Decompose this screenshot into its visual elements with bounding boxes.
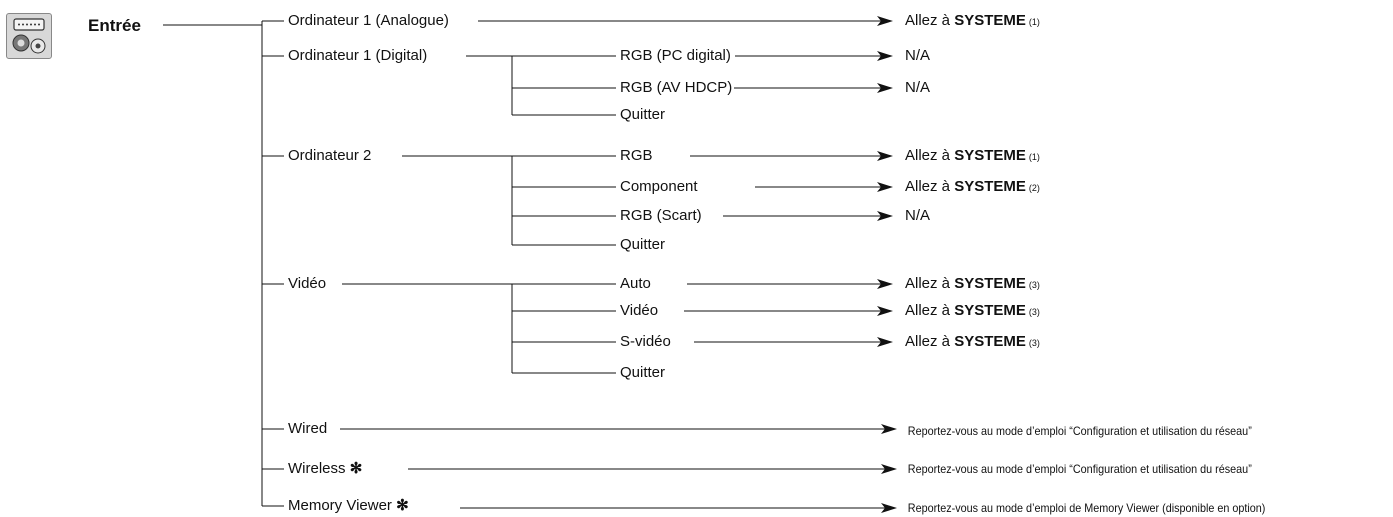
arrow-icon	[877, 306, 893, 316]
destination-na: N/A	[903, 79, 933, 97]
submenu-item-rgb: RGB	[618, 147, 655, 165]
destination-systeme: Allez à SYSTEME(1)	[903, 12, 1042, 31]
destination-systeme: Allez à SYSTEME(1)	[903, 147, 1042, 166]
arrow-icon	[877, 182, 893, 192]
arrow-icon	[877, 51, 893, 61]
menu-item-memory-viewer: Memory Viewer ✻	[286, 497, 411, 515]
destination-systeme: Allez à SYSTEME(3)	[903, 333, 1042, 352]
asterisk-icon: ✻	[349, 460, 363, 477]
submenu-item-quitter: Quitter	[618, 106, 668, 124]
arrow-icon	[877, 16, 893, 26]
menu-item-ordinateur-2: Ordinateur 2	[286, 147, 374, 165]
submenu-item-rgb-av-hdcp: RGB (AV HDCP)	[618, 79, 735, 97]
destination-systeme: Allez à SYSTEME(3)	[903, 275, 1042, 294]
destination-memory-viewer-note: Reportez-vous au mode d’emploi de Memory…	[906, 499, 1268, 517]
submenu-item-s-video: S-vidéo	[618, 333, 673, 351]
arrow-icon	[881, 464, 897, 474]
arrow-icon	[881, 424, 897, 434]
destination-na: N/A	[903, 47, 933, 65]
menu-item-ordinateur-1-analogue: Ordinateur 1 (Analogue)	[286, 12, 451, 30]
submenu-item-video: Vidéo	[618, 302, 661, 320]
arrow-icon	[877, 211, 893, 221]
asterisk-icon: ✻	[396, 497, 409, 514]
menu-item-ordinateur-1-digital: Ordinateur 1 (Digital)	[286, 47, 430, 65]
arrow-icon	[877, 337, 893, 347]
destination-na: N/A	[903, 207, 933, 225]
menu-item-wireless: Wireless ✻	[286, 460, 365, 478]
menu-item-video: Vidéo	[286, 275, 329, 293]
destination-network-note: Reportez-vous au mode d’emploi “Configur…	[906, 422, 1254, 440]
submenu-item-rgb-pc-digital: RGB (PC digital)	[618, 47, 733, 65]
arrow-icon	[877, 279, 893, 289]
arrow-icon	[877, 151, 893, 161]
submenu-item-component: Component	[618, 178, 700, 196]
root-label: Entrée	[86, 16, 143, 35]
arrow-icon	[877, 83, 893, 93]
destination-systeme: Allez à SYSTEME(2)	[903, 178, 1042, 197]
submenu-item-auto: Auto	[618, 275, 653, 293]
destination-network-note: Reportez-vous au mode d’emploi “Configur…	[906, 460, 1254, 478]
submenu-item-quitter: Quitter	[618, 364, 668, 382]
submenu-item-quitter: Quitter	[618, 236, 668, 254]
menu-item-wired: Wired	[286, 420, 330, 438]
destination-systeme: Allez à SYSTEME(3)	[903, 302, 1042, 321]
input-connector-icon	[6, 13, 52, 59]
arrow-icon	[881, 503, 897, 513]
submenu-item-rgb-scart: RGB (Scart)	[618, 207, 704, 225]
